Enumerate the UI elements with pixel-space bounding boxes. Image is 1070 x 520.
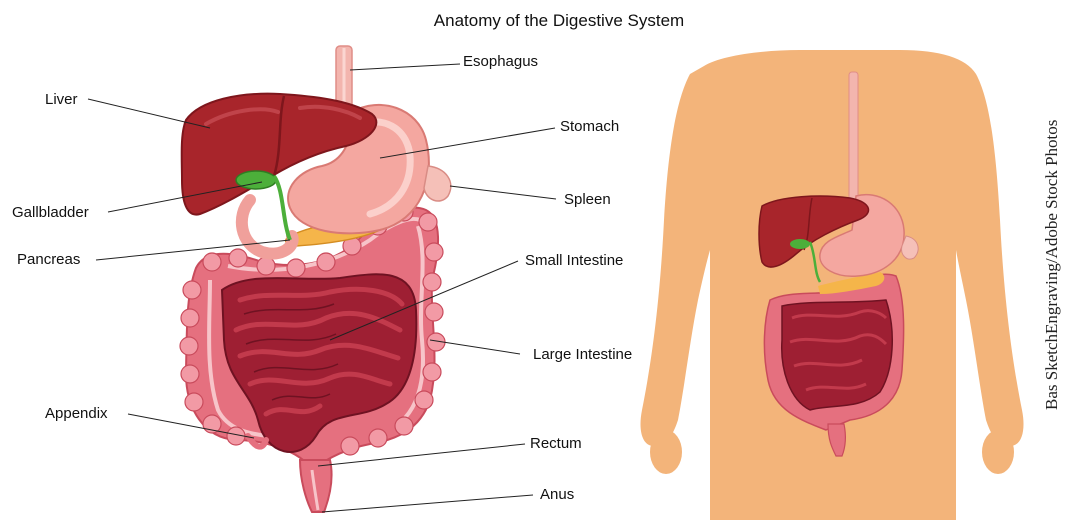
left-hand (650, 430, 682, 474)
label-spleen: Spleen (564, 191, 611, 208)
photo-credit: Bas SketchEngraving/Adobe Stock Photos (1042, 120, 1061, 410)
mini-gallbladder (790, 239, 810, 249)
rectum-organ (300, 460, 332, 512)
label-small-intestine: Small Intestine (525, 252, 623, 269)
label-appendix: Appendix (45, 405, 108, 422)
label-pancreas: Pancreas (17, 251, 80, 268)
label-large-intestine: Large Intestine (533, 346, 632, 363)
label-gallbladder: Gallbladder (12, 204, 89, 221)
diagram-title: Anatomy of the Digestive System (434, 11, 684, 30)
label-esophagus: Esophagus (463, 53, 538, 70)
mini-esophagus (849, 72, 858, 202)
label-liver: Liver (45, 91, 78, 108)
label-stomach: Stomach (560, 118, 619, 135)
right-hand (982, 430, 1014, 474)
detailed-illustration (180, 46, 451, 512)
body-silhouette-illustration (641, 50, 1024, 520)
label-rectum: Rectum (530, 435, 582, 452)
spleen-organ (424, 166, 451, 201)
label-anus: Anus (540, 486, 574, 503)
